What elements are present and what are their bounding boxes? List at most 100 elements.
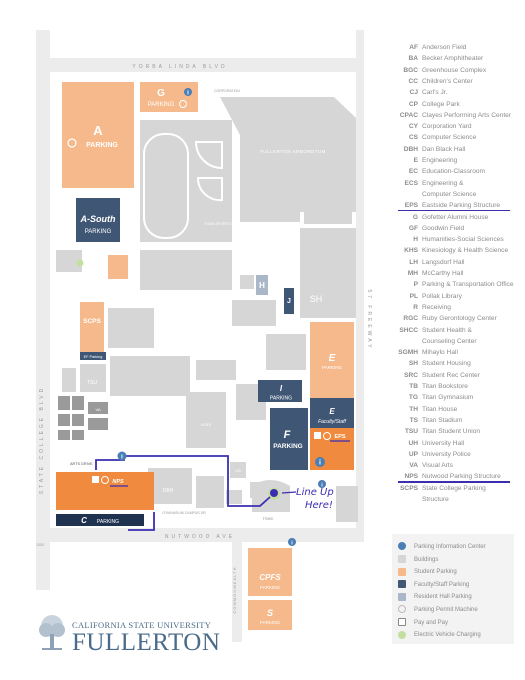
building <box>110 356 190 396</box>
legend-code: G <box>412 213 418 221</box>
legend-name: University Police <box>422 450 471 458</box>
arts-drive-label: ARTS DRIVE <box>70 462 93 466</box>
legend-code: CPAC <box>399 111 418 119</box>
lot-a-south-word: PARKING <box>85 229 112 235</box>
legend-name: Structure <box>422 496 449 503</box>
legend-name: University Hall <box>422 439 465 447</box>
pay-and-pay-icon <box>398 618 406 627</box>
nps-structure[interactable] <box>56 472 154 510</box>
legend-code: VA <box>409 462 418 470</box>
key-item: Buildings <box>398 554 438 567</box>
logo-line2: FULLERTON <box>72 629 221 656</box>
legend-code: E <box>413 157 418 164</box>
legend-name: Titan Student Union <box>422 428 481 436</box>
legend-item: G Gofetter Alumni House <box>396 212 488 223</box>
lot-i[interactable] <box>258 380 302 402</box>
svg-text:i: i <box>187 91 189 97</box>
arboretum-label: FULLERTON ARBORETUM <box>260 149 326 154</box>
legend-code: CY <box>408 123 418 131</box>
lot-a-south[interactable] <box>76 198 120 242</box>
legend-name: Parking & Transportation Office <box>422 281 514 289</box>
svg-text:i: i <box>291 541 293 547</box>
legend-code: TB <box>409 383 418 390</box>
nutwood-road <box>36 528 364 542</box>
legend-name: State College Parking <box>422 484 486 492</box>
freeway-road <box>356 30 364 540</box>
lot-f-word: PARKING <box>273 443 303 450</box>
yorba-linda-road <box>36 58 364 72</box>
csuf-logo: CALIFORNIA STATE UNIVERSITY FULLERTON <box>38 612 238 662</box>
legend-code: RGC <box>403 315 418 323</box>
highlight-underline <box>398 481 510 483</box>
legend-name: Gofetter Alumni House <box>422 213 489 221</box>
legend-name: Engineering & <box>422 179 464 187</box>
housing-north <box>304 204 352 224</box>
dbh-label: DBH <box>163 488 174 494</box>
legend-item: Structure <box>396 494 449 505</box>
legend-item: UH University Hall <box>396 438 464 449</box>
building <box>196 360 236 380</box>
key-item: Student Parking <box>398 566 457 579</box>
legend-name: Engineering <box>422 157 458 164</box>
building <box>232 300 276 326</box>
legend-name: Carl's Jr. <box>422 89 448 97</box>
lot-cpfs[interactable] <box>248 548 292 596</box>
lot-g[interactable] <box>140 82 198 112</box>
legend-code: TS <box>409 416 418 424</box>
va-label: VA <box>95 407 100 412</box>
legend-code: R <box>413 303 418 311</box>
permit-machine-icon <box>67 138 77 148</box>
lot-e-faculty[interactable] <box>310 398 354 428</box>
kodi-label: KODI <box>201 422 211 427</box>
highlight-underline <box>398 210 510 212</box>
lot-e[interactable] <box>310 322 354 398</box>
lot-i-letter: I <box>280 384 283 393</box>
commonwealth-road <box>232 542 242 642</box>
legend-name: Anderson Field <box>422 44 467 51</box>
titan-sports-complex <box>140 120 232 242</box>
legend-code: SGMH <box>398 349 418 357</box>
scps-structure[interactable] <box>80 302 104 352</box>
legend-code: P <box>413 281 418 289</box>
legend-name: Titan House <box>422 405 458 413</box>
h-label: H <box>259 281 265 290</box>
building <box>56 250 82 272</box>
lot-c[interactable] <box>56 514 144 526</box>
swatch-icon <box>398 567 406 576</box>
lot-e-letter: E <box>329 353 336 364</box>
lot-a[interactable] <box>62 82 134 188</box>
legend-name: Student Housing <box>422 360 471 368</box>
info-icon <box>318 480 326 488</box>
legend-code: UH <box>408 439 418 447</box>
key-label: Electric Vehicle Charging <box>414 632 481 639</box>
lot-s-letter: S <box>267 608 273 618</box>
permit-machine-icon <box>179 100 187 108</box>
legend-code: BGC <box>403 66 418 74</box>
building <box>240 275 254 289</box>
building <box>108 308 154 348</box>
lot-e-fs-word: Faculty/Staff <box>318 419 346 425</box>
arboretum <box>220 97 356 222</box>
scps-label: SCPS <box>83 318 101 325</box>
permit-machine-icon <box>101 476 109 484</box>
state-college-road <box>36 30 50 590</box>
h-building <box>256 275 268 295</box>
svg-text:i: i <box>321 483 323 489</box>
lot-s[interactable] <box>248 600 292 630</box>
ef-parking[interactable] <box>80 352 106 360</box>
legend-code: CS <box>408 134 418 142</box>
lot-g-word: PARKING <box>148 102 175 108</box>
lot-f[interactable] <box>270 408 308 470</box>
